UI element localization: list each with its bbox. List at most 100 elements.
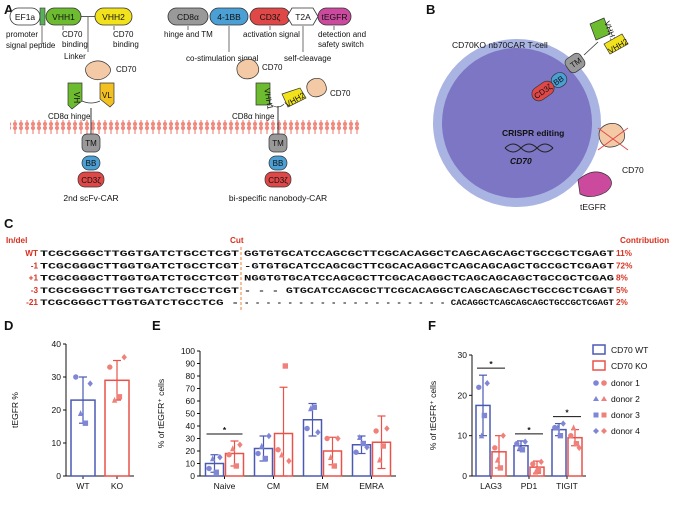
y-tick-label: 20 [52,405,62,415]
data-point [373,428,379,434]
panel-b-cell: CD70KO nb70CAR T-cell TM BB CD3ζ VHH1 VH… [433,17,644,212]
cd3z-label: CD3ζ [260,12,281,22]
legend-wt-swatch [592,344,606,355]
vh-domain [67,82,83,110]
legend-ko-label: CD70 KO [611,361,648,371]
data-point [206,465,212,472]
cd8a-box [167,7,209,26]
ann-self-cleavage: self-cleavage [284,54,332,63]
data-point [478,432,485,439]
car2-cd70-a-label: CD70 [262,63,283,72]
contribution-header: Contribution [620,236,669,245]
data-point [514,441,520,447]
data-point [335,435,341,442]
ann-binding-1: binding [62,40,88,49]
legend-d2-ko-marker [601,396,607,401]
vl-domain [99,82,115,108]
data-point [331,463,337,469]
y-tick-label: 60 [186,396,196,406]
x-tick-label: EMRA [359,481,384,491]
data-point [304,425,310,432]
x-tick-label: PD1 [521,481,538,491]
data-point [500,432,506,439]
ann-cd70-1: CD70 [62,30,83,39]
panel-letter-b: B [426,2,435,17]
car1-bb-box [81,155,101,171]
y-tick-label: 10 [186,459,196,469]
cell-cd3z-box [531,80,555,102]
ann-linker: Linker [64,52,86,61]
data-point [494,456,501,463]
legend-d1-ko-marker [601,380,607,386]
data-point [282,363,288,369]
data-point [484,380,490,387]
ann-safety: safety switch [318,40,364,49]
cd70-ligand-shape [85,60,111,81]
cd70-gene-label: CD70 [510,156,532,166]
data-point [279,451,285,458]
data-point [476,384,482,390]
x-tick-label: CM [267,481,280,491]
cell-vhh1-domain [589,17,611,41]
data-point [353,449,359,455]
car2-cd70-b-label: CD70 [330,89,351,98]
significance-star: * [527,425,531,435]
car1-tm-box [81,133,101,153]
construct-diagram: EF1a VHH1 VHH2 CD8α 4-1BB CD3ζ T2A tEGFR… [6,7,366,63]
y-tick-label: 70 [186,384,196,394]
y-tick-label: 40 [52,339,62,349]
dna-strand-b [504,143,554,153]
vhh2-label: VHH2 [102,12,125,22]
car1-cd3z-label: CD3ζ [81,176,101,185]
x-tick-label: EM [316,481,329,491]
seq-left-1: TCGCGGGCTTGGTGATCTGCCTCGT [40,262,239,271]
car2-vhh1-label: VHH1 [262,88,275,111]
car1-tm-label: TM [85,139,97,148]
legend-donor-4: donor 4 [611,426,640,436]
data-point [364,444,370,451]
legend-donor-2: donor 2 [611,394,640,404]
car2-tm-box [268,133,288,153]
tegfr-label: tEGFR [322,12,348,22]
ef1a-label: EF1a [15,12,36,22]
data-point [217,454,223,461]
data-point [255,450,261,457]
cross-mark-2 [597,127,629,151]
car1-hinge-label: CD8α hinge [48,112,91,121]
y-tick-label: 0 [56,471,61,481]
data-point [568,432,574,439]
seq-contrib-4: 2% [616,298,629,307]
cell-title: CD70KO nb70CAR T-cell [452,40,548,50]
panel-letter-e: E [152,318,161,333]
seq-contrib-0: 11% [616,249,633,258]
car2-title: bi-specific nanobody-CAR [229,193,327,203]
ann-detection: detection and [318,30,366,39]
data-point [315,429,321,436]
data-point [492,445,498,451]
y-axis-label: % of tEGFR⁺ cells [156,379,166,448]
legend-d4-ko-marker [601,428,607,434]
t2a-box [286,7,319,26]
data-point [530,461,536,467]
cell-cd70-label: CD70 [622,165,644,175]
car2-vhh1-domain [255,82,271,106]
data-point [233,463,239,469]
car1-title: 2nd scFv-CAR [63,193,118,203]
cell-membrane [10,120,360,134]
car2-hinge-label: CD8α hinge [232,112,275,121]
x-tick-label: KO [111,481,124,491]
seq-left-0: TCGCGGGCTTGGTGATCTGCCTCGT [40,250,239,259]
data-point [522,438,528,445]
seq-indel-3: -3 [31,286,39,295]
car1-bb-label: BB [86,159,97,168]
dna-strand-a [504,143,554,153]
cut-header: Cut [230,236,244,245]
y-tick-label: 30 [458,350,468,360]
crispr-label: CRISPR editing [502,128,564,138]
panel-letter-a: A [4,2,14,17]
tegfr-box [317,7,352,26]
vhh2-box [94,7,133,26]
ann-binding-2: binding [113,40,139,49]
